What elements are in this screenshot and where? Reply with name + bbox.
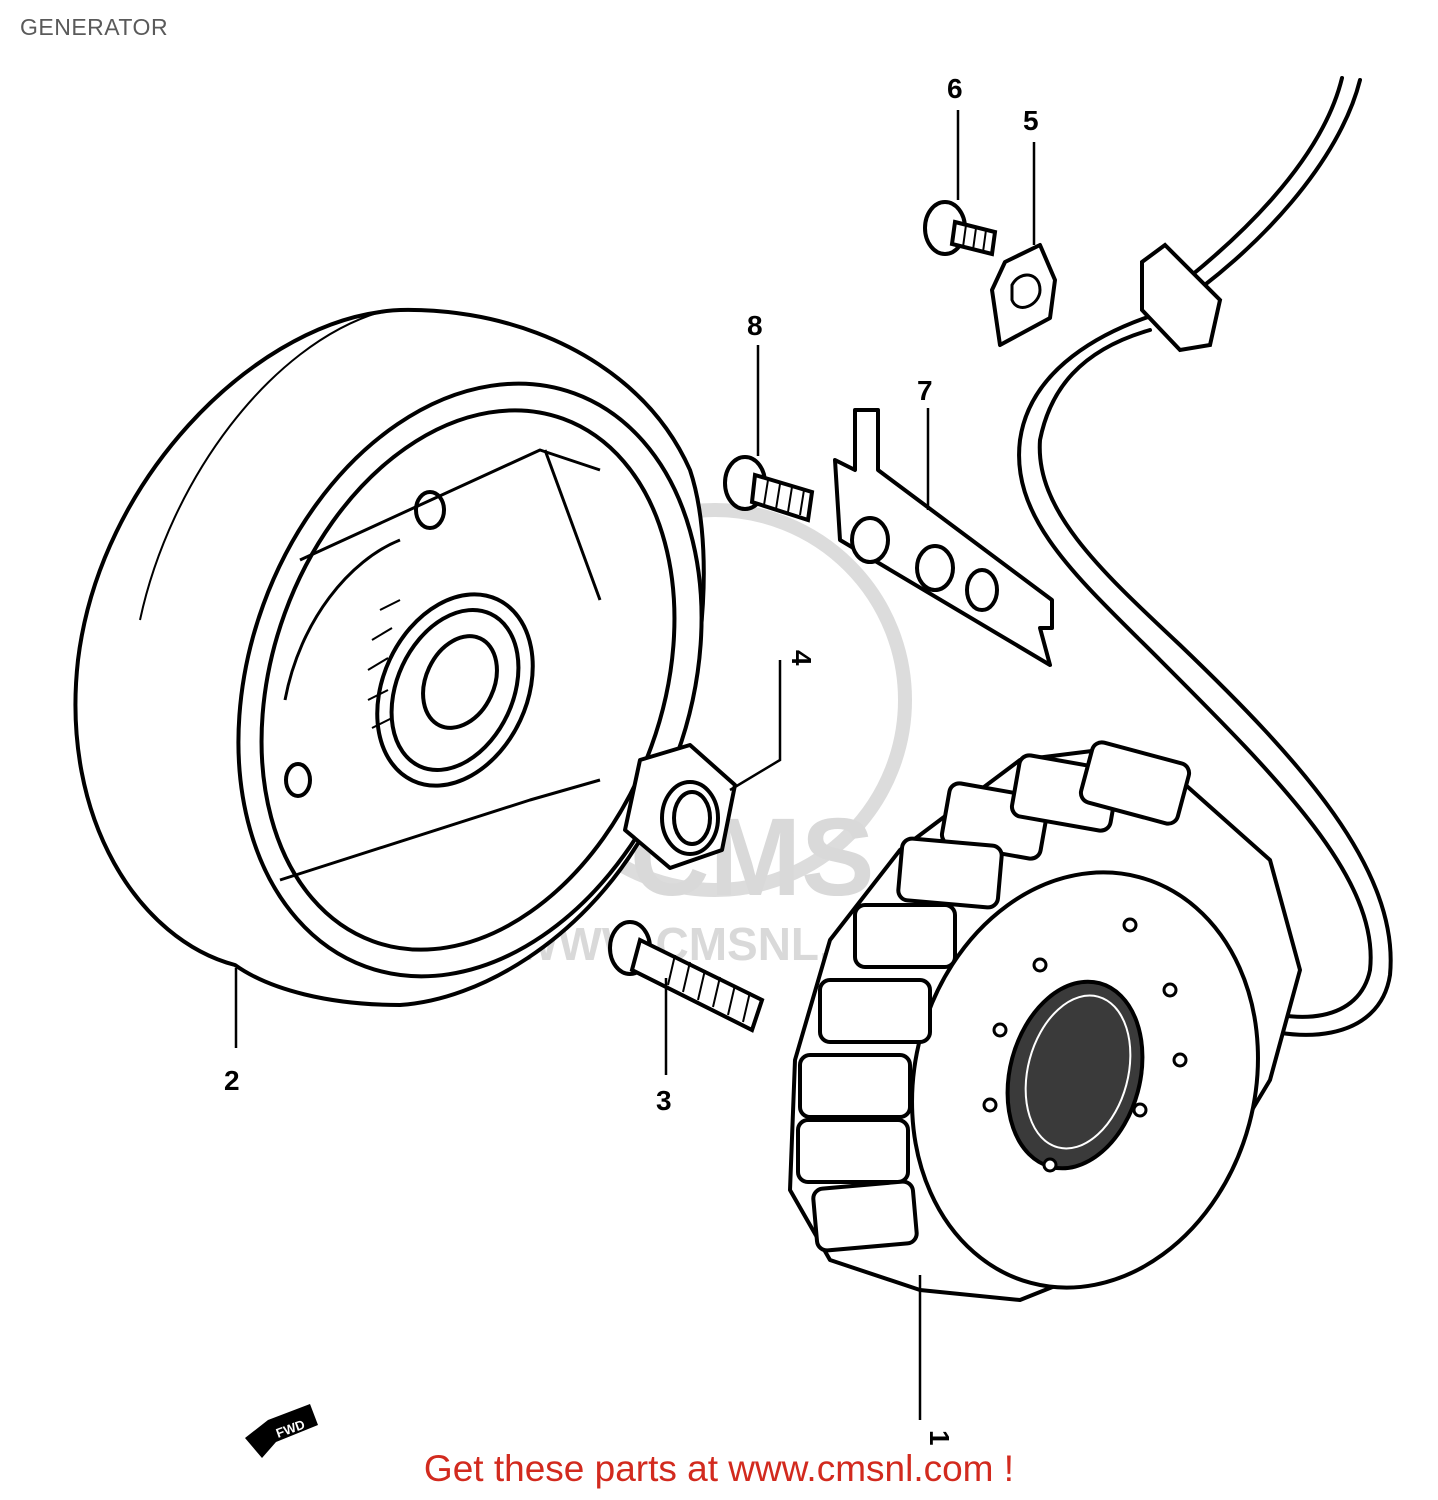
callout-5: 5 [1023, 105, 1039, 136]
callout-4: 4 [786, 650, 817, 666]
callout-8: 8 [747, 310, 763, 341]
screw-6-part[interactable] [923, 200, 998, 257]
nut-part[interactable] [623, 743, 737, 870]
callout-1: 1 [924, 1430, 955, 1446]
wire-harness [1017, 76, 1393, 1037]
clamp-part[interactable] [990, 243, 1057, 347]
callout-2: 2 [224, 1065, 240, 1096]
callout-7: 7 [917, 375, 933, 406]
nut-leader-line [729, 660, 782, 792]
callout-3: 3 [656, 1085, 672, 1116]
callout-6: 6 [947, 73, 963, 104]
footer-link[interactable]: Get these parts at www.cmsnl.com ! [423, 1448, 1015, 1489]
screw-8-part[interactable] [723, 455, 815, 523]
page-title: GENERATOR [20, 14, 169, 40]
rotor-part[interactable] [73, 307, 781, 1042]
bolt-part[interactable] [608, 920, 765, 1033]
stator-part[interactable] [788, 740, 1304, 1327]
plate-part[interactable] [833, 408, 1054, 667]
